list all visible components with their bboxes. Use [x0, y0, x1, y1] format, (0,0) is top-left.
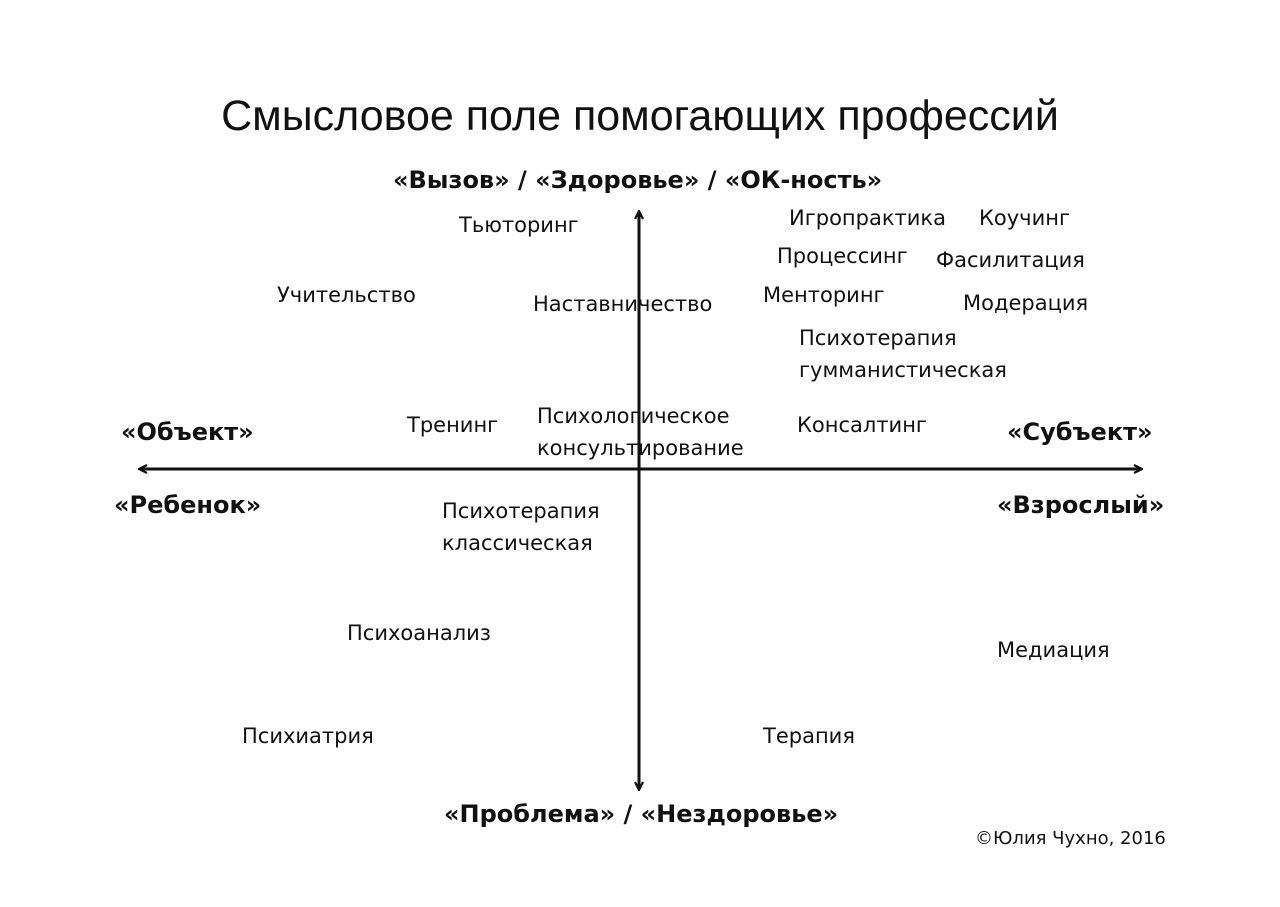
- item-processing: Процессинг: [777, 244, 908, 268]
- item-psychoanalysis: Психоанализ: [347, 621, 491, 645]
- item-psych-consulting-line2: консультирование: [537, 436, 744, 460]
- item-psych-consulting-line1: Психологическое: [537, 404, 730, 428]
- item-humanistic-therapy-line1: Психотерапия: [799, 326, 957, 350]
- pole-object-label: «Объект»: [121, 418, 254, 446]
- item-classic-therapy-line1: Психотерапия: [442, 499, 600, 523]
- item-classic-therapy-line2: классическая: [442, 531, 593, 555]
- pole-subject-label: «Субъект»: [1007, 418, 1153, 446]
- item-psychiatry: Психиатрия: [242, 724, 374, 748]
- item-moderation: Модерация: [963, 291, 1089, 315]
- copyright-note: ©Юлия Чухно, 2016: [975, 828, 1166, 849]
- item-mediation: Медиация: [997, 638, 1110, 662]
- item-training: Тренинг: [407, 413, 499, 437]
- item-teaching: Учительство: [277, 283, 416, 307]
- item-tutoring: Тьюторинг: [459, 213, 579, 237]
- item-coaching: Коучинг: [979, 206, 1071, 230]
- diagram-title: Смысловое поле помогающих профессий: [221, 92, 1059, 140]
- item-consulting: Консалтинг: [797, 413, 927, 437]
- item-therapy: Терапия: [763, 724, 855, 748]
- pole-adult-label: «Взрослый»: [997, 491, 1165, 519]
- item-mentoring: Менторинг: [763, 283, 885, 307]
- pole-top-label: «Вызов» / «Здоровье» / «ОК-ность»: [393, 166, 883, 194]
- item-facilitation: Фасилитация: [936, 248, 1085, 272]
- pole-bottom-label: «Проблема» / «Нездоровье»: [444, 800, 839, 828]
- item-mentorship: Наставничество: [533, 292, 713, 316]
- pole-child-label: «Ребенок»: [114, 491, 262, 519]
- item-humanistic-therapy-line2: гумманистическая: [799, 358, 1007, 382]
- item-game-practice: Игропрактика: [789, 206, 946, 230]
